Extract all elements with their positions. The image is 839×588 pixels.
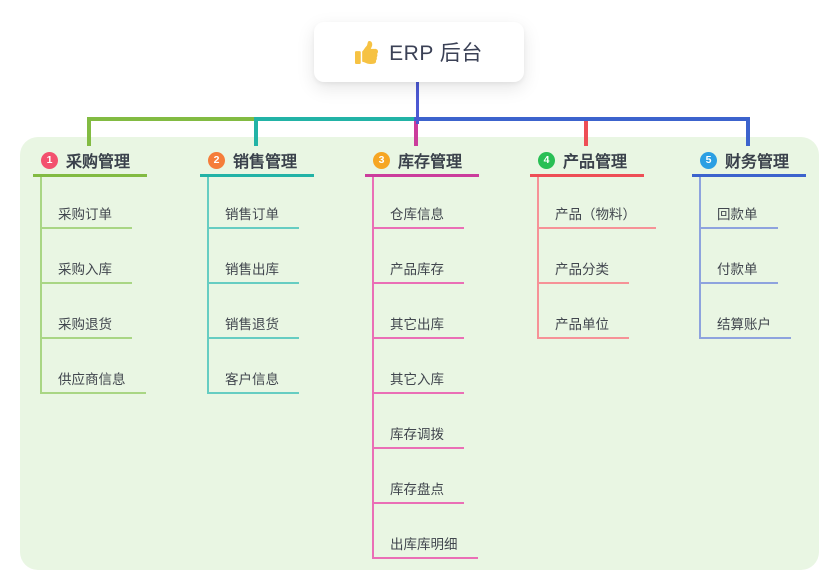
branch-3: 3 库存管理仓库信息产品库存其它出库其它入库库存调拨库存盘点出库库明细 [365, 0, 535, 588]
connector-drop-branch-1 [87, 117, 91, 146]
branch-number-badge: 4 [538, 151, 555, 169]
child-node[interactable]: 供应商信息 [40, 372, 146, 394]
child-node[interactable]: 客户信息 [207, 372, 299, 394]
child-node[interactable]: 出库库明细 [372, 537, 478, 559]
branch-header-1[interactable]: 1 采购管理 [41, 148, 130, 172]
connector-drop-branch-5 [746, 117, 750, 146]
child-node[interactable]: 采购退货 [40, 317, 132, 339]
branch-title: 财务管理 [725, 154, 790, 171]
child-node[interactable]: 其它入库 [372, 372, 464, 394]
branch-header-5[interactable]: 5 财务管理 [700, 148, 789, 172]
branch-number-badge: 5 [700, 151, 717, 169]
branch-2: 2 销售管理销售订单销售出库销售退货客户信息 [200, 0, 370, 588]
branch-header-2[interactable]: 2 销售管理 [208, 148, 297, 172]
branch-underline [692, 174, 806, 177]
connector-drop-branch-2 [254, 117, 258, 146]
connector-rail-mid [254, 117, 419, 121]
branch-header-4[interactable]: 4 产品管理 [538, 148, 627, 172]
background-panel [20, 137, 819, 570]
branch-number-badge: 3 [373, 151, 390, 169]
branch-underline [33, 174, 147, 177]
child-node[interactable]: 采购订单 [40, 207, 132, 229]
child-node[interactable]: 产品库存 [372, 262, 464, 284]
connector-drop-branch-4 [584, 117, 588, 146]
root-connector-line [415, 82, 419, 124]
branch-underline [200, 174, 314, 177]
thumbs-up-icon [355, 40, 379, 64]
child-node[interactable]: 销售订单 [207, 207, 299, 229]
branch-header-3[interactable]: 3 库存管理 [373, 148, 462, 172]
branch-spine-line [207, 177, 209, 394]
branch-title: 销售管理 [233, 154, 298, 171]
child-node[interactable]: 采购入库 [40, 262, 132, 284]
branch-spine-line [372, 177, 374, 559]
branch-5: 5 财务管理回款单付款单结算账户 [692, 0, 839, 588]
branch-title: 采购管理 [66, 154, 131, 171]
connector-drop-branch-3 [414, 117, 418, 146]
branch-spine-line [537, 177, 539, 339]
branch-number-badge: 1 [41, 151, 58, 169]
child-node[interactable]: 库存盘点 [372, 482, 464, 504]
child-node[interactable]: 产品分类 [537, 262, 629, 284]
branch-title: 产品管理 [563, 154, 628, 171]
child-node[interactable]: 产品单位 [537, 317, 629, 339]
child-node[interactable]: 回款单 [699, 207, 778, 229]
root-node[interactable]: ERP 后台 [314, 22, 524, 82]
connector-rail-right [414, 117, 750, 121]
branch-number-badge: 2 [208, 151, 225, 169]
child-node[interactable]: 其它出库 [372, 317, 464, 339]
child-node[interactable]: 仓库信息 [372, 207, 464, 229]
child-node[interactable]: 产品（物料） [537, 207, 656, 229]
branch-underline [530, 174, 644, 177]
root-title: ERP 后台 [389, 42, 483, 65]
branch-1: 1 采购管理采购订单采购入库采购退货供应商信息 [33, 0, 203, 588]
child-node[interactable]: 付款单 [699, 262, 778, 284]
child-node[interactable]: 库存调拨 [372, 427, 464, 449]
child-node[interactable]: 销售退货 [207, 317, 299, 339]
branch-underline [365, 174, 479, 177]
child-node[interactable]: 销售出库 [207, 262, 299, 284]
connector-rail-left [87, 117, 258, 121]
branch-title: 库存管理 [398, 154, 463, 171]
child-node[interactable]: 结算账户 [699, 317, 791, 339]
branch-4: 4 产品管理产品（物料） 产品分类产品单位 [530, 0, 700, 588]
branch-spine-line [40, 177, 42, 394]
branch-spine-line [699, 177, 701, 339]
